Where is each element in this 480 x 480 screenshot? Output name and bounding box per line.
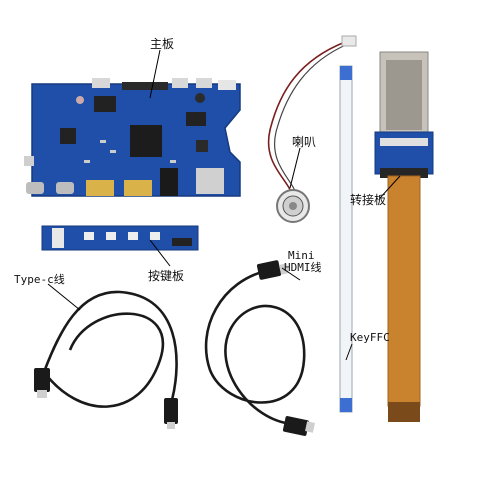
speaker <box>267 35 357 223</box>
label-mini-hdmi-line1: Mini <box>288 249 315 262</box>
label-speaker: 喇叭 <box>292 135 317 149</box>
typec-cable <box>34 290 178 429</box>
adapter-board-with-ffc <box>374 51 434 422</box>
mini-hdmi-cable <box>204 260 315 436</box>
label-keyffc: KeyFFC <box>350 331 390 344</box>
key-ffc <box>339 65 353 413</box>
key-board <box>41 225 199 251</box>
label-typec-cable: Type-c线 <box>14 273 65 286</box>
leader-lines <box>47 49 401 361</box>
main-board <box>24 78 241 197</box>
label-key-board: 按键板 <box>148 269 185 283</box>
label-adapter-board: 转接板 <box>350 193 387 207</box>
label-mainboard: 主板 <box>150 37 175 51</box>
label-mini-hdmi-line2: HDMI线 <box>284 261 322 274</box>
